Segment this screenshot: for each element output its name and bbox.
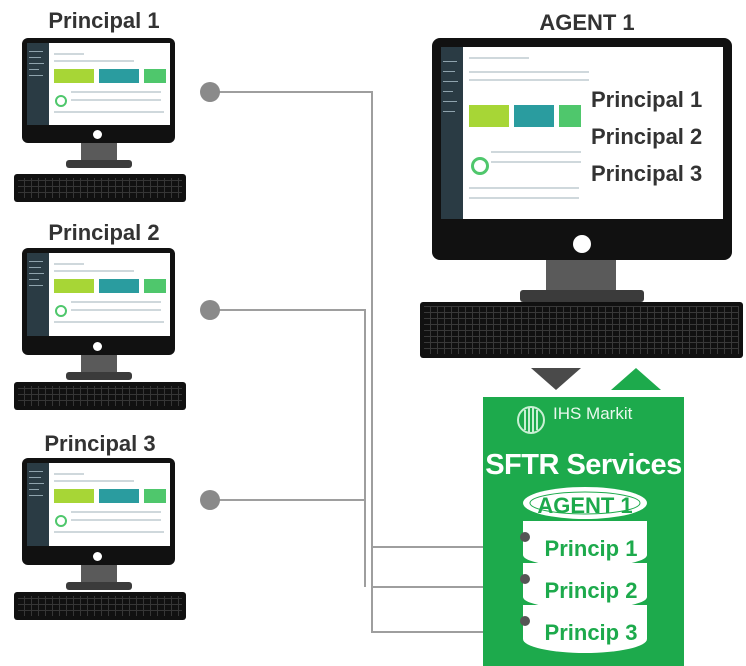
- ihs-markit-logo-icon: [517, 406, 545, 434]
- principal-3-screen: [27, 463, 170, 546]
- principal-1-screen: [27, 43, 170, 125]
- db-row-princip-1: Princip 1: [544, 536, 638, 561]
- principal-1-keyboard: [14, 174, 186, 202]
- connector-node-principal-3: [200, 490, 220, 510]
- principal-2-power-dot: [93, 342, 102, 351]
- agent-1-keyboard: [420, 302, 743, 358]
- principal-2-label: Principal 2: [48, 220, 160, 245]
- db-row-agent-1: AGENT 1: [537, 493, 633, 518]
- principal-2-monitor: [22, 248, 175, 355]
- agent-1-screen: Principal 1 Principal 2 Principal 3: [441, 47, 723, 219]
- connector-node-principal-1: [200, 82, 220, 102]
- ihs-markit-logo-text: IHS Markit: [553, 404, 633, 423]
- agent-1-power-dot: [573, 235, 591, 253]
- sftr-services-title: SFTR Services: [485, 449, 682, 481]
- agent-1-label: AGENT 1: [539, 10, 635, 35]
- connector-principal-2-link: [211, 309, 366, 587]
- connector-node-principal-2: [200, 300, 220, 320]
- arrow-up-icon: [611, 368, 661, 390]
- agent-1-monitor: Principal 1 Principal 2 Principal 3: [432, 38, 732, 260]
- connector-principal-1: [211, 91, 520, 633]
- agent-screen-principal-2: Principal 2: [591, 124, 703, 149]
- principal-2-screen: [27, 253, 170, 336]
- arrow-down-icon: [531, 368, 581, 390]
- principal-1-power-dot: [93, 130, 102, 139]
- principal-1-label: Principal 1: [48, 8, 160, 33]
- agent-screen-principal-1: Principal 1: [591, 87, 703, 112]
- db-row-princip-3: Princip 3: [544, 620, 638, 645]
- principal-3-label: Principal 3: [44, 431, 156, 456]
- database-icon: [520, 487, 647, 653]
- db-row-3-dot-icon: [520, 616, 530, 626]
- principal-3-monitor: [22, 458, 175, 565]
- principal-3-keyboard: [14, 592, 186, 620]
- db-row-1-dot-icon: [520, 532, 530, 542]
- db-row-princip-2: Princip 2: [544, 578, 638, 603]
- sftr-services-panel: IHS Markit SFTR Services AGENT 1 Princip…: [483, 397, 684, 666]
- agent-screen-principal-3: Principal 3: [591, 161, 703, 186]
- db-row-2-dot-icon: [520, 574, 530, 584]
- principal-2-keyboard: [14, 382, 186, 410]
- principal-3-power-dot: [93, 552, 102, 561]
- principal-1-monitor: [22, 38, 175, 143]
